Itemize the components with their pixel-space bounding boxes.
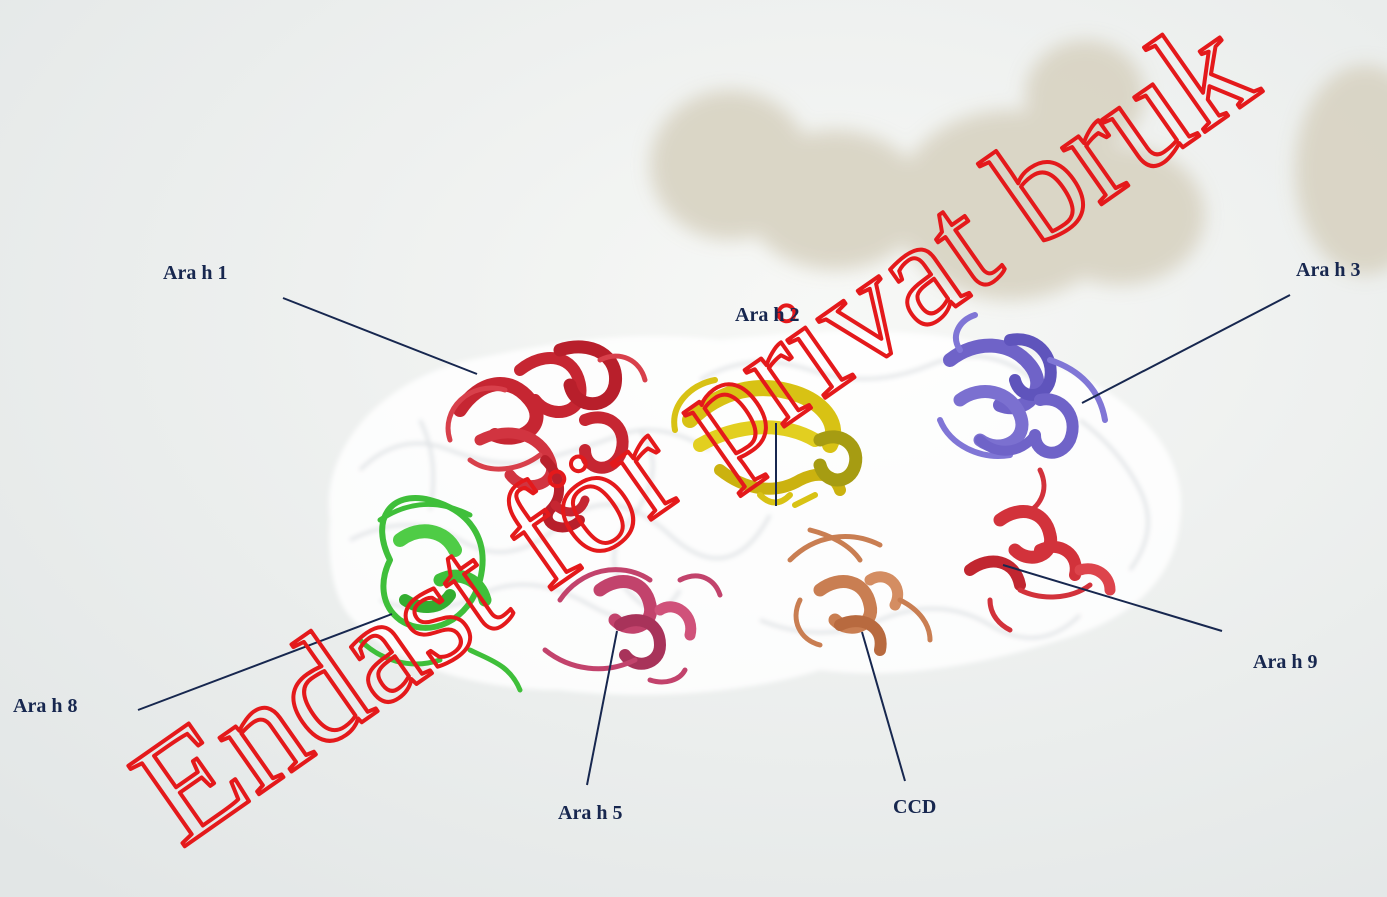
label-ara-h-8: Ara h 8 (13, 694, 77, 718)
label-ara-h-3: Ara h 3 (1296, 258, 1360, 282)
label-ara-h-9: Ara h 9 (1253, 650, 1317, 674)
label-ccd: CCD (893, 795, 936, 819)
label-ara-h-5: Ara h 5 (558, 801, 622, 825)
label-ara-h-1: Ara h 1 (163, 261, 227, 285)
label-ara-h-2: Ara h 2 (735, 303, 799, 327)
